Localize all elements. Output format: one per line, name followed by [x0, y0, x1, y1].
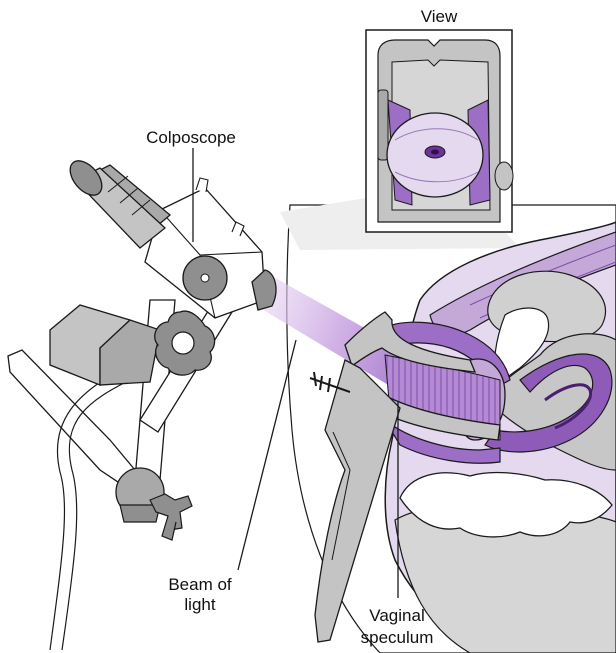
label-colposcope: Colposcope — [146, 128, 236, 147]
label-view: View — [421, 7, 458, 26]
colposcope — [8, 155, 276, 650]
label-speculum-line1: Vaginal — [369, 606, 424, 625]
label-beam-line1: Beam of — [168, 575, 232, 594]
view-blade-right — [495, 162, 513, 190]
view-inset — [366, 30, 513, 232]
focus-knob-center — [201, 274, 209, 282]
label-speculum-line2: speculum — [361, 628, 434, 647]
adjustment-knob-center — [172, 332, 194, 354]
label-beam-line2: light — [184, 595, 215, 614]
beam-leader-line — [238, 340, 296, 570]
view-blade-left — [378, 90, 388, 160]
view-cervical-os-center — [431, 150, 439, 155]
